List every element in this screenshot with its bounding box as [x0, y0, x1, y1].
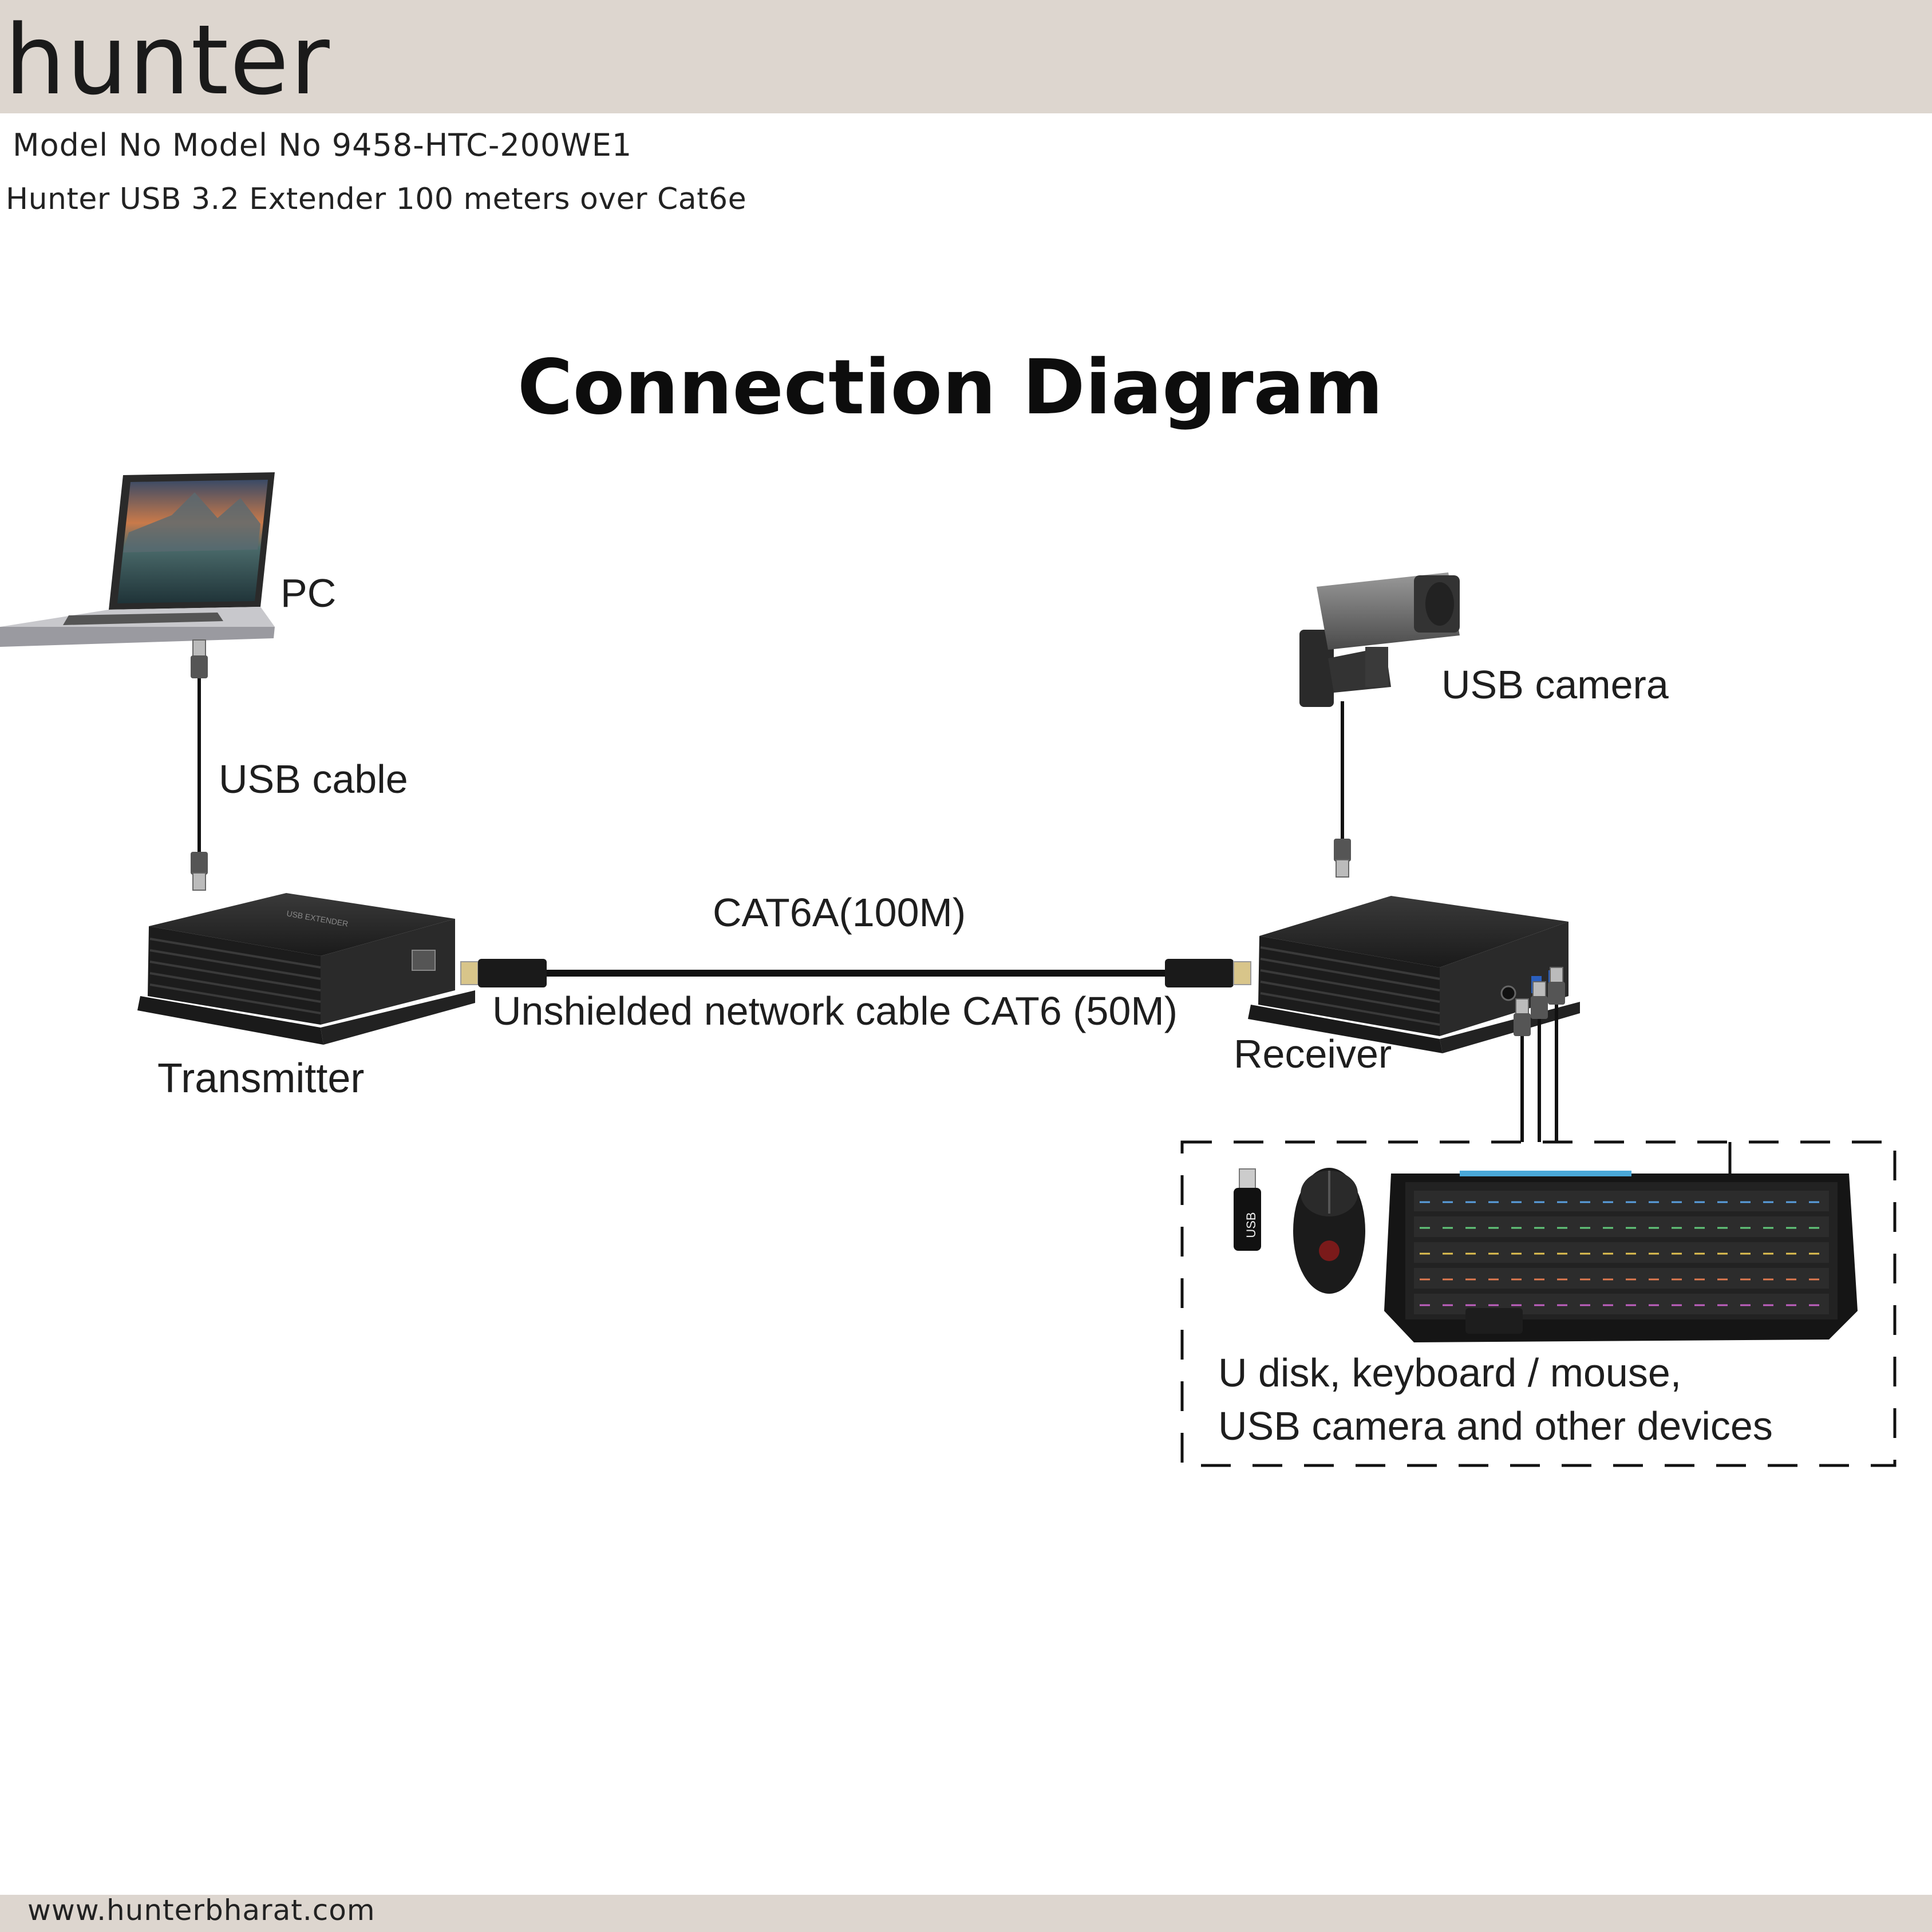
cable-bottom-label: Unshielded network cable CAT6 (50M) — [492, 989, 1178, 1033]
usb-connector-icon — [1334, 839, 1351, 878]
rj45-connector-icon — [460, 959, 547, 987]
usb-connector-icon — [191, 852, 208, 891]
connection-diagram: USB EXTENDER — [0, 472, 1897, 1467]
cable-top-label: CAT6A(100M) — [713, 890, 966, 935]
rj45-connector-icon — [1165, 959, 1251, 987]
mouse-icon — [1293, 1168, 1365, 1294]
receiver-label: Receiver — [1234, 1032, 1392, 1076]
devices-label-line2: USB camera and other devices — [1218, 1404, 1773, 1448]
rj45-port — [412, 950, 436, 971]
devices-label-line1: U disk, keyboard / mouse, — [1218, 1350, 1681, 1395]
laptop-icon — [0, 472, 275, 647]
security-camera-icon — [1299, 572, 1460, 707]
brand-logo: hunter — [5, 4, 331, 116]
diagram-title: Connection Diagram — [517, 343, 1384, 432]
usb-cable-label: USB cable — [219, 757, 408, 801]
usb-camera-label: USB camera — [1441, 662, 1669, 707]
devices-group-border — [1180, 1140, 1897, 1467]
model-number: Model No Model No 9458-HTC-200WE1 — [13, 127, 633, 163]
header-band — [0, 0, 1932, 113]
usb-stick-icon: USB — [1234, 1168, 1261, 1251]
transmitter-device: USB EXTENDER — [137, 893, 475, 1045]
device-cables — [1520, 1005, 1558, 1142]
receiver-device — [1248, 896, 1580, 1053]
pc-label: PC — [280, 571, 336, 615]
usb-connector-icon — [1514, 967, 1565, 1036]
usb-connector-icon — [191, 639, 208, 678]
product-name: Hunter USB 3.2 Extender 100 meters over … — [6, 182, 747, 216]
usb-stick-label: USB — [1244, 1212, 1258, 1238]
keyboard-icon — [1384, 1142, 1858, 1342]
transmitter-label: Transmitter — [157, 1056, 364, 1101]
footer-band — [0, 1895, 1932, 1932]
website-link[interactable]: www.hunterbharat.com — [27, 1894, 376, 1927]
